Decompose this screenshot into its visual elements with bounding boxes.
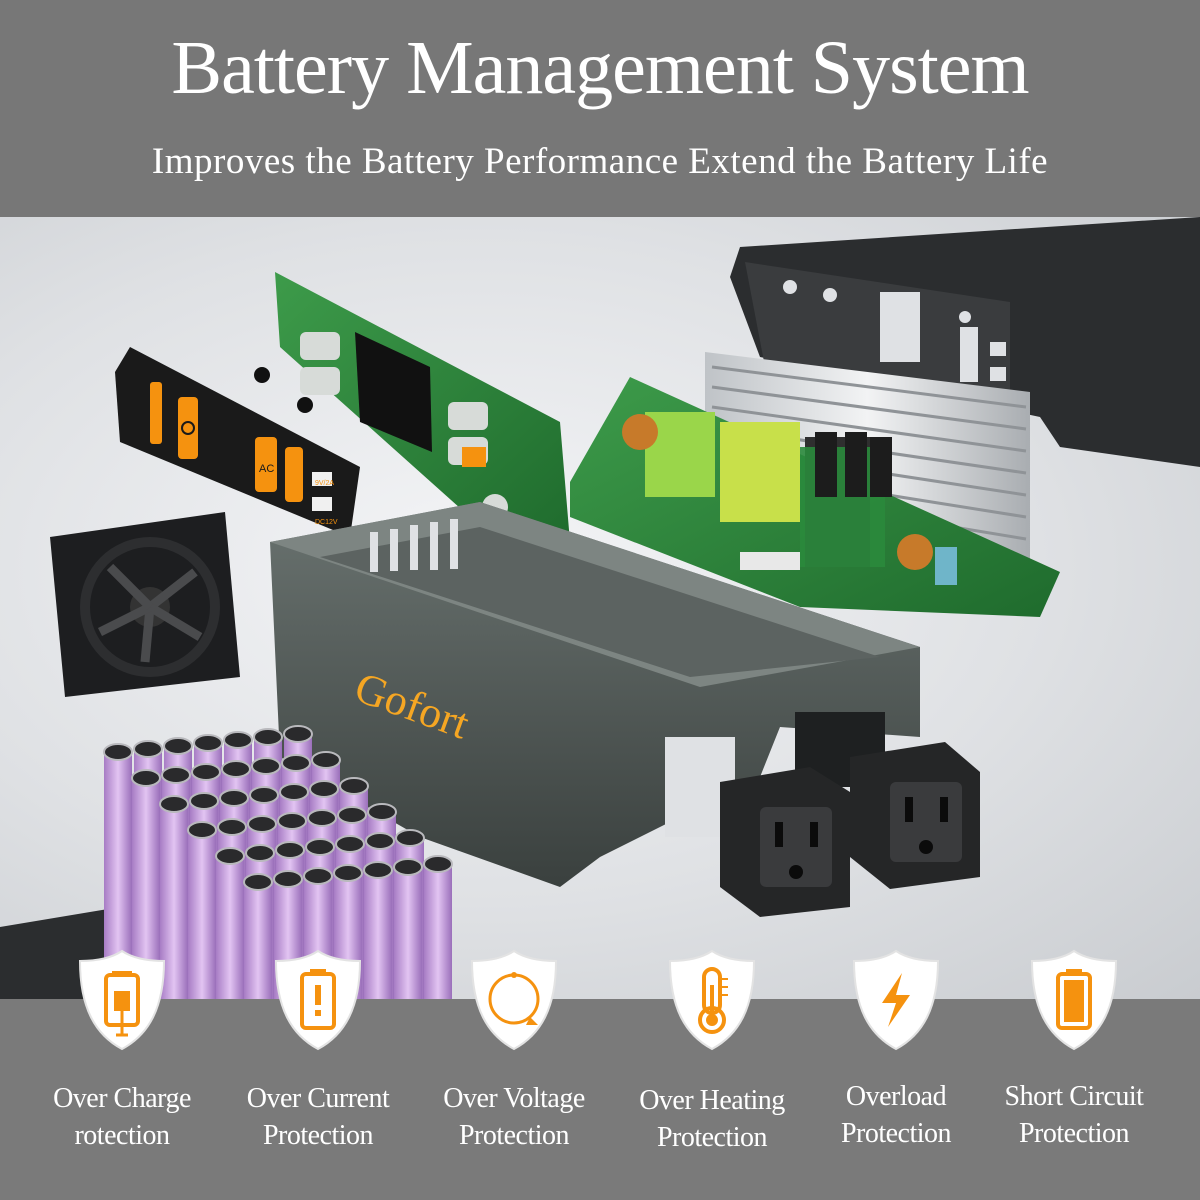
feature-label-over-current: Over Current Protection [218, 1080, 418, 1154]
feature-line-1: Over Current [246, 1083, 390, 1114]
battery-cell-cap [245, 844, 275, 862]
battery-cell-cap [281, 754, 311, 772]
feature-label-overload: Overload Protection [796, 1078, 996, 1152]
feature-line-2: Protection [262, 1120, 374, 1151]
battery-cell-cap [339, 777, 369, 795]
feature-line-2: rotection [74, 1120, 170, 1151]
battery-cell-cap [337, 806, 367, 824]
battery-cell-cap [311, 751, 341, 769]
battery-cell-cap [279, 783, 309, 801]
battery-cell-cap [193, 734, 223, 752]
battery-cell-cap [249, 786, 279, 804]
battery-plug-icon [72, 945, 172, 1055]
ac-outlet-right [850, 742, 980, 889]
battery-cell-cap [393, 858, 423, 876]
battery-cell-cap [307, 809, 337, 827]
page-subtitle: Improves the Battery Performance Extend … [151, 141, 1049, 182]
battery-full-icon [1024, 945, 1124, 1055]
footer-band [0, 999, 1200, 1200]
feature-line-1: Over Charge [53, 1083, 191, 1114]
battery-cell [188, 830, 216, 999]
feature-label-over-charge: Over Charge rotection [22, 1080, 222, 1154]
battery-cell-cap [187, 821, 217, 839]
feature-line-1: Over Heating [639, 1085, 785, 1116]
thermometer-icon [662, 945, 762, 1055]
battery-cell-cap [277, 812, 307, 830]
battery-cell-cap [423, 855, 453, 873]
battery-cell-cap [275, 841, 305, 859]
page-title: Battery Management System [171, 26, 1029, 110]
battery-cell-cap [217, 818, 247, 836]
battery-cell-cap [221, 760, 251, 778]
cycle-arrow-icon [464, 945, 564, 1055]
battery-cell-cap [253, 728, 283, 746]
panel-label-ac: AC [259, 463, 274, 475]
feature-label-short-circuit: Short Circuit Protection [974, 1078, 1174, 1152]
battery-cell [216, 856, 244, 999]
feature-label-over-heating: Over Heating Protection [612, 1082, 812, 1156]
battery-cell-cap [335, 835, 365, 853]
feature-line-1: Over Voltage [443, 1083, 585, 1114]
control-board [254, 272, 570, 547]
battery-cell-cap [251, 757, 281, 775]
main-case: Gofort [270, 502, 920, 887]
feature-line-2: Protection [458, 1120, 570, 1151]
cooling-fan [50, 512, 240, 697]
lightning-icon [846, 945, 946, 1055]
battery-cell-cap [133, 740, 163, 758]
exploded-product-illustration: AC 9V/2A DC12V [0, 217, 1200, 999]
battery-cell-cap [363, 861, 393, 879]
battery-cell-cap [395, 829, 425, 847]
battery-cell-cap [303, 867, 333, 885]
battery-cell-cap [305, 838, 335, 856]
battery-cell-cap [161, 766, 191, 784]
battery-cell-cap [163, 737, 193, 755]
battery-cell-cap [191, 763, 221, 781]
battery-cell-cap [103, 743, 133, 761]
inverter-board [570, 377, 1060, 617]
battery-cell [364, 870, 392, 999]
battery-cell-cap [283, 725, 313, 743]
feature-line-1: Overload [845, 1081, 947, 1112]
feature-line-1: Short Circuit [1004, 1081, 1144, 1112]
battery-cell-cap [273, 870, 303, 888]
battery-cell-cap [247, 815, 277, 833]
battery-cell-cap [365, 832, 395, 850]
product-illustration: AC 9V/2A DC12V [0, 217, 1200, 999]
feature-line-2: Protection [840, 1118, 952, 1149]
feature-line-2: Protection [656, 1122, 768, 1153]
battery-cell-cap [223, 731, 253, 749]
battery-cell [244, 882, 272, 999]
battery-cell-pack [103, 725, 453, 999]
battery-cell-cap [189, 792, 219, 810]
battery-cell-cap [219, 789, 249, 807]
battery-alert-icon [268, 945, 368, 1055]
battery-cell [394, 867, 422, 999]
battery-cell-cap [159, 795, 189, 813]
battery-cell [424, 864, 452, 999]
battery-cell-cap [367, 803, 397, 821]
ac-outlet-left [720, 767, 850, 917]
feature-line-2: Protection [1018, 1118, 1130, 1149]
battery-cell-cap [333, 864, 363, 882]
feature-label-over-voltage: Over Voltage Protection [414, 1080, 614, 1154]
panel-label-dc: DC12V [315, 519, 338, 526]
panel-label-usb: 9V/2A [315, 480, 334, 487]
battery-cell-cap [131, 769, 161, 787]
battery-cell-cap [309, 780, 339, 798]
front-panel-sticker: AC 9V/2A DC12V [115, 347, 360, 537]
battery-cell-cap [215, 847, 245, 865]
battery-cell-cap [243, 873, 273, 891]
header-band: Battery Management System Improves the B… [0, 0, 1200, 217]
